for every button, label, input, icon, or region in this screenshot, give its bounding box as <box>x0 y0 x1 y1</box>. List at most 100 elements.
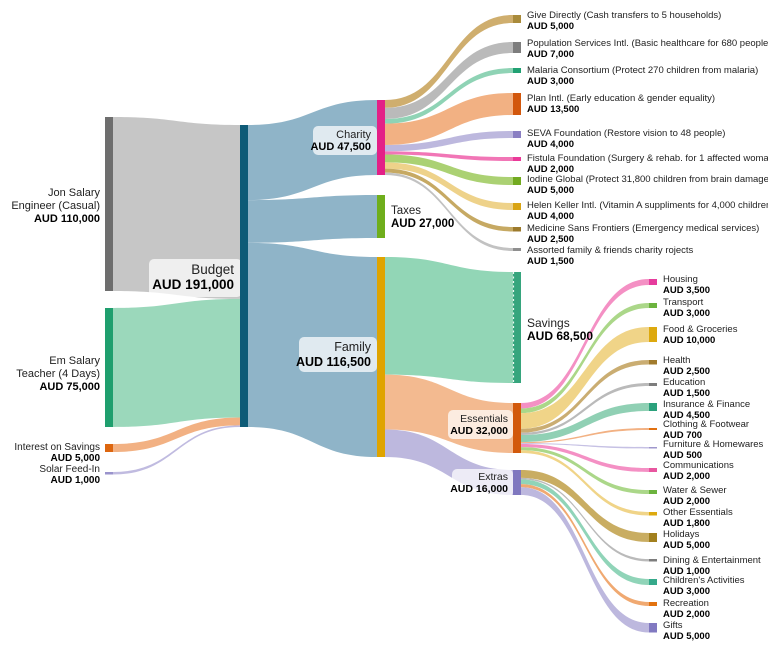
label-furniture-value: AUD 500 <box>663 450 702 461</box>
node-childrens_activities <box>649 579 657 585</box>
node-family <box>377 257 385 457</box>
label-psi-value: AUD 7,000 <box>527 49 574 60</box>
label-taxes-line1: Taxes <box>391 205 421 217</box>
node-housing <box>649 279 657 285</box>
label-box-budget <box>149 259 242 297</box>
node-charity <box>377 100 385 175</box>
label-plan-line1: Plan Intl. (Early education & gender equ… <box>527 93 715 104</box>
label-education-line1: Education <box>663 377 705 388</box>
label-other_essentials-line1: Other Essentials <box>663 507 733 518</box>
flow-solar-to-budget <box>113 425 240 475</box>
label-insurance-line1: Insurance & Finance <box>663 399 750 410</box>
label-charity-line1: Charity <box>336 129 371 141</box>
label-fistula-line1: Fistula Foundation (Surgery & rehab. for… <box>527 153 768 164</box>
label-family-line1: Family <box>334 340 372 354</box>
node-jon <box>105 117 113 291</box>
label-essentials-line1: Essentials <box>460 413 508 425</box>
node-furniture <box>649 447 657 449</box>
node-gifts <box>649 623 657 633</box>
label-dining-value: AUD 1,000 <box>663 566 710 577</box>
node-dining <box>649 559 657 562</box>
label-dining-line1: Dining & Entertainment <box>663 555 761 566</box>
node-give_directly <box>513 15 521 23</box>
node-other_essentials <box>649 512 657 516</box>
node-solar <box>105 472 113 475</box>
flow-extras-to-dining <box>521 477 649 562</box>
node-msf <box>513 227 521 232</box>
flow-essentials-to-housing <box>521 279 649 409</box>
label-iodine-line1: Iodine Global (Protect 31,800 children f… <box>527 174 768 185</box>
flow-essentials-to-furniture <box>521 443 649 449</box>
label-essentials-value: AUD 32,000 <box>450 425 508 437</box>
label-seva-line1: SEVA Foundation (Restore vision to 48 pe… <box>527 128 725 139</box>
flow-charity-to-give_directly <box>385 15 513 108</box>
label-communications-line1: Communications <box>663 460 734 471</box>
label-food-line1: Food & Groceries <box>663 324 738 335</box>
label-msf-line1: Medicine Sans Frontiers (Emergency medic… <box>527 223 759 234</box>
label-em-value: AUD 75,000 <box>39 381 100 393</box>
node-water <box>649 490 657 494</box>
node-holidays <box>649 533 657 542</box>
label-assorted-value: AUD 1,500 <box>527 256 574 267</box>
node-essentials <box>513 403 521 453</box>
flow-em-to-budget <box>113 298 240 427</box>
node-plan <box>513 93 521 115</box>
flow-essentials-to-other_essentials <box>521 450 649 516</box>
label-assorted-line1: Assorted family & friends charity roject… <box>527 245 694 256</box>
flow-budget-to-charity <box>248 100 377 201</box>
flow-charity-to-msf <box>385 168 513 232</box>
label-give_directly-value: AUD 5,000 <box>527 21 574 32</box>
label-budget-line1: Budget <box>191 262 234 277</box>
flow-essentials-to-water <box>521 447 649 494</box>
node-health <box>649 360 657 365</box>
label-holidays-line1: Holidays <box>663 529 700 540</box>
node-education <box>649 383 657 386</box>
flow-jon-to-budget <box>113 117 240 299</box>
flow-charity-to-plan <box>385 93 513 145</box>
flow-extras-to-recreation <box>521 484 649 606</box>
label-clothing-line1: Clothing & Footwear <box>663 419 749 430</box>
label-box-extras <box>452 469 513 497</box>
label-malaria-value: AUD 3,000 <box>527 76 574 87</box>
label-childrens_activities-line1: Children's Activities <box>663 575 745 586</box>
label-psi-line1: Population Services Intl. (Basic healthc… <box>527 38 768 49</box>
flow-charity-to-fistula <box>385 151 513 161</box>
label-food-value: AUD 10,000 <box>663 335 715 346</box>
flow-family-to-savings <box>385 257 513 383</box>
flow-interest-to-budget <box>113 417 240 452</box>
node-em <box>105 308 113 427</box>
flow-charity-to-assorted <box>385 172 513 251</box>
flow-essentials-to-food <box>521 327 649 429</box>
node-taxes <box>377 195 385 238</box>
label-extras-line1: Extras <box>478 471 508 483</box>
node-communications <box>649 468 657 472</box>
flow-charity-to-iodine <box>385 154 513 185</box>
flow-extras-to-holidays <box>521 470 649 542</box>
label-fistula-value: AUD 2,000 <box>527 164 574 175</box>
label-helen_keller-line1: Helen Keller Intl. (Vitamin A suppliment… <box>527 200 768 211</box>
node-malaria <box>513 68 521 73</box>
label-solar-line1: Solar Feed-In <box>39 464 100 475</box>
label-insurance-value: AUD 4,500 <box>663 410 710 421</box>
node-psi <box>513 42 521 53</box>
flow-essentials-to-insurance <box>521 403 649 443</box>
label-box-charity <box>313 126 377 155</box>
flow-essentials-to-communications <box>521 443 649 472</box>
flow-charity-to-seva <box>385 131 513 152</box>
label-water-line1: Water & Sewer <box>663 485 727 496</box>
label-gifts-value: AUD 5,000 <box>663 631 710 642</box>
label-box-family <box>299 337 377 372</box>
label-taxes-value: AUD 27,000 <box>391 218 454 230</box>
label-health-value: AUD 2,500 <box>663 366 710 377</box>
node-food <box>649 327 657 342</box>
label-em-line1: Em Salary <box>49 355 100 367</box>
flow-budget-to-taxes <box>248 195 377 243</box>
node-recreation <box>649 602 657 606</box>
flow-essentials-to-health <box>521 360 649 433</box>
label-childrens_activities-value: AUD 3,000 <box>663 586 710 597</box>
label-education-value: AUD 1,500 <box>663 388 710 399</box>
label-clothing-value: AUD 700 <box>663 430 702 441</box>
flow-essentials-to-education <box>521 383 649 436</box>
